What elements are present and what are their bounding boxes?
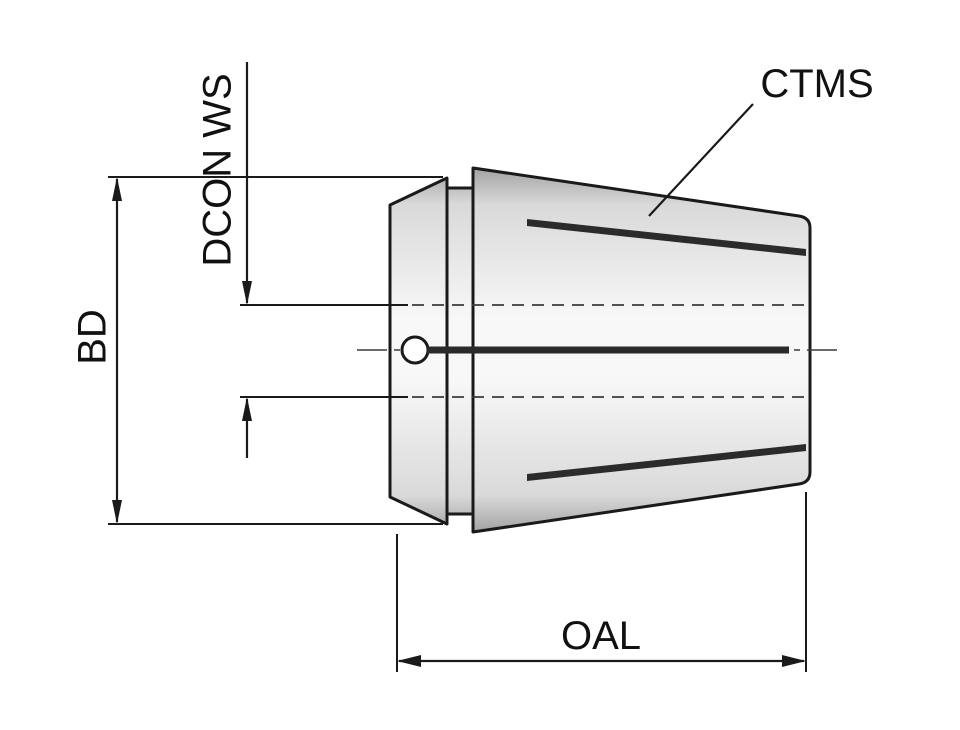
dimension-dcon-ws: DCON WS	[196, 62, 408, 458]
collet-body	[357, 166, 843, 534]
oal-arrow-right	[782, 655, 806, 667]
bd-label: BD	[71, 309, 115, 365]
bd-arrow-down	[112, 500, 122, 524]
bd-arrow-up	[112, 177, 122, 201]
lower-slit	[527, 444, 806, 481]
dcon-ws-label: DCON WS	[196, 73, 240, 266]
callout-ctms: CTMS	[648, 62, 874, 217]
center-slit	[427, 346, 789, 354]
oal-label: OAL	[561, 614, 641, 658]
dimension-oal: OAL	[396, 492, 807, 672]
dcon-arrow-down	[242, 281, 252, 305]
dimension-bd: BD	[71, 176, 443, 525]
relief-hole	[400, 335, 430, 365]
ctms-leader-line	[648, 103, 754, 217]
upper-slit	[527, 219, 806, 256]
oal-arrow-left	[397, 655, 421, 667]
ctms-label: CTMS	[760, 62, 873, 106]
dcon-arrow-up	[242, 397, 252, 421]
